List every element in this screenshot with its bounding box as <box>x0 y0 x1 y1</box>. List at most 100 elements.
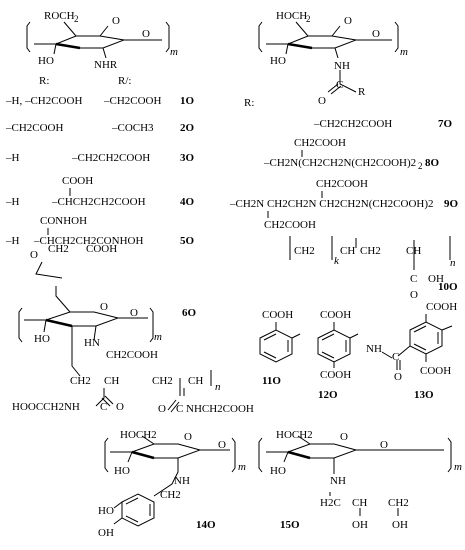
svg-text:OH: OH <box>392 519 408 531</box>
svg-text:2: 2 <box>74 14 79 24</box>
svg-text:–H: –H <box>5 235 20 247</box>
svg-text:15O: 15O <box>280 519 300 531</box>
compound-8O: CH2COOH –CH2N(CH2CH2N(CH2COOH)2 2 8O <box>263 137 440 171</box>
svg-text:CH2: CH2 <box>294 245 315 257</box>
svg-text:CH: CH <box>104 375 119 387</box>
compound-4O-row: COOH –H –CHCH2CH2COOH 4O <box>5 175 195 208</box>
compound-3O-row: –H –CH2CH2COOH 3O <box>5 152 195 164</box>
svg-text:O: O <box>30 249 38 261</box>
compound-13O: COOH NH C O COOH 13O <box>366 301 457 401</box>
svg-text:O: O <box>344 15 352 27</box>
svg-text:CH: CH <box>352 497 367 509</box>
svg-text:HO: HO <box>114 465 130 477</box>
svg-text:HOCH2: HOCH2 <box>120 429 157 441</box>
r-prime-header: R/: <box>118 75 131 87</box>
svg-text:C: C <box>176 403 183 415</box>
svg-text:m: m <box>154 331 162 343</box>
svg-text:8O: 8O <box>425 157 440 169</box>
svg-text:m: m <box>238 461 246 473</box>
svg-text:COOH: COOH <box>320 369 351 381</box>
svg-text:CH2: CH2 <box>360 245 381 257</box>
svg-text:2: 2 <box>418 161 423 171</box>
svg-text:CH2COOH: CH2COOH <box>264 219 316 231</box>
compound-5O-row: CONHOH –H –CHCH2CH2CONHOH 5O <box>5 215 195 247</box>
svg-text:11O: 11O <box>262 375 281 387</box>
svg-text:2: 2 <box>306 14 311 24</box>
svg-text:CH2: CH2 <box>152 375 173 387</box>
svg-text:–H, –CH2COOH: –H, –CH2COOH <box>5 95 82 107</box>
svg-text:O: O <box>318 95 326 107</box>
compound-11O: COOH 11O <box>259 309 301 387</box>
svg-text:O: O <box>394 371 402 383</box>
svg-text:5O: 5O <box>180 235 195 247</box>
r-header: R: <box>39 75 49 87</box>
svg-text:–COCH3: –COCH3 <box>111 122 154 134</box>
svg-text:OH: OH <box>352 519 368 531</box>
parent-structure-amide: HOCH 2 O HO NH O C O R m R: <box>244 10 408 109</box>
svg-text:m: m <box>454 461 462 473</box>
svg-text:–CH2CH2COOH: –CH2CH2COOH <box>313 118 392 130</box>
svg-text:HN: HN <box>84 337 100 349</box>
svg-text:CH: CH <box>188 375 203 387</box>
svg-text:CH2: CH2 <box>388 497 409 509</box>
svg-text:C: C <box>392 351 399 363</box>
svg-text:1O: 1O <box>180 95 195 107</box>
svg-text:R: R <box>358 86 366 98</box>
svg-text:CH2COOH: CH2COOH <box>106 349 158 361</box>
svg-text:–CHCH2CH2COOH: –CHCH2CH2COOH <box>51 196 146 208</box>
svg-text:–H: –H <box>5 196 20 208</box>
svg-text:NHCH2COOH: NHCH2COOH <box>186 403 254 415</box>
svg-text:–CH2N CH2CH2N CH2CH2N(CH2COOH): –CH2N CH2CH2N CH2CH2N(CH2COOH)2 <box>229 198 434 210</box>
svg-text:n: n <box>215 381 221 393</box>
svg-text:O: O <box>158 403 166 415</box>
svg-text:CH2: CH2 <box>48 243 69 255</box>
compound-9O: CH2COOH –CH2N CH2CH2N CH2CH2N(CH2COOH)2 … <box>229 178 459 231</box>
svg-text:14O: 14O <box>196 519 216 531</box>
svg-text:C: C <box>100 401 107 413</box>
svg-text:HO: HO <box>38 55 54 67</box>
compound-6O: O CH2 COOH O HO HN CH2COOH O CH2 CH CH2 … <box>12 243 254 415</box>
svg-text:6O: 6O <box>182 307 197 319</box>
svg-text:H: H <box>338 475 346 487</box>
roch2-label: ROCH <box>44 10 75 22</box>
svg-text:COOH: COOH <box>62 175 93 187</box>
svg-text:HO: HO <box>98 505 114 517</box>
svg-text:–CH2N(CH2CH2N(CH2COOH)2: –CH2N(CH2CH2N(CH2COOH)2 <box>263 157 416 169</box>
svg-text:CH2COOH: CH2COOH <box>294 137 346 149</box>
svg-text:O: O <box>410 289 418 301</box>
svg-text:O: O <box>100 301 108 313</box>
svg-text:CH: CH <box>406 245 421 257</box>
compound-1O-row: –H, –CH2COOH –CH2COOH 1O <box>5 95 195 107</box>
compound-10O: CH2 CH k CH2 CH n C O OH 10O <box>289 236 458 301</box>
svg-text:–H: –H <box>5 152 20 164</box>
svg-text:–CHCH2CH2CONHOH: –CHCH2CH2CONHOH <box>33 235 143 247</box>
svg-text:O: O <box>184 431 192 443</box>
svg-text:–CH2COOH: –CH2COOH <box>103 95 162 107</box>
svg-text:COOH: COOH <box>86 243 117 255</box>
svg-text:O: O <box>142 28 150 40</box>
svg-text:m: m <box>400 46 408 58</box>
svg-text:CH2: CH2 <box>160 489 181 501</box>
svg-text:COOH: COOH <box>320 309 351 321</box>
svg-text:HO: HO <box>34 333 50 345</box>
svg-text:COOH: COOH <box>426 301 457 313</box>
svg-text:2O: 2O <box>180 122 195 134</box>
svg-text:HOOCCH2NH: HOOCCH2NH <box>12 401 80 413</box>
svg-text:N: N <box>174 475 182 487</box>
svg-text:m: m <box>170 46 178 58</box>
svg-text:k: k <box>334 255 340 267</box>
svg-text:O: O <box>116 401 124 413</box>
svg-text:O: O <box>372 28 380 40</box>
svg-text:HOCH: HOCH <box>276 10 307 22</box>
svg-text:OH: OH <box>98 527 114 539</box>
svg-text:HO: HO <box>270 465 286 477</box>
svg-text:C: C <box>410 273 417 285</box>
svg-text:–CH2COOH: –CH2COOH <box>5 122 64 134</box>
svg-text:NH: NH <box>334 60 350 72</box>
svg-text:CH2: CH2 <box>70 375 91 387</box>
compound-7O: –CH2CH2COOH 7O <box>313 118 453 130</box>
svg-text:C: C <box>336 79 343 91</box>
svg-text:O: O <box>112 15 120 27</box>
svg-text:H2C: H2C <box>320 497 341 509</box>
